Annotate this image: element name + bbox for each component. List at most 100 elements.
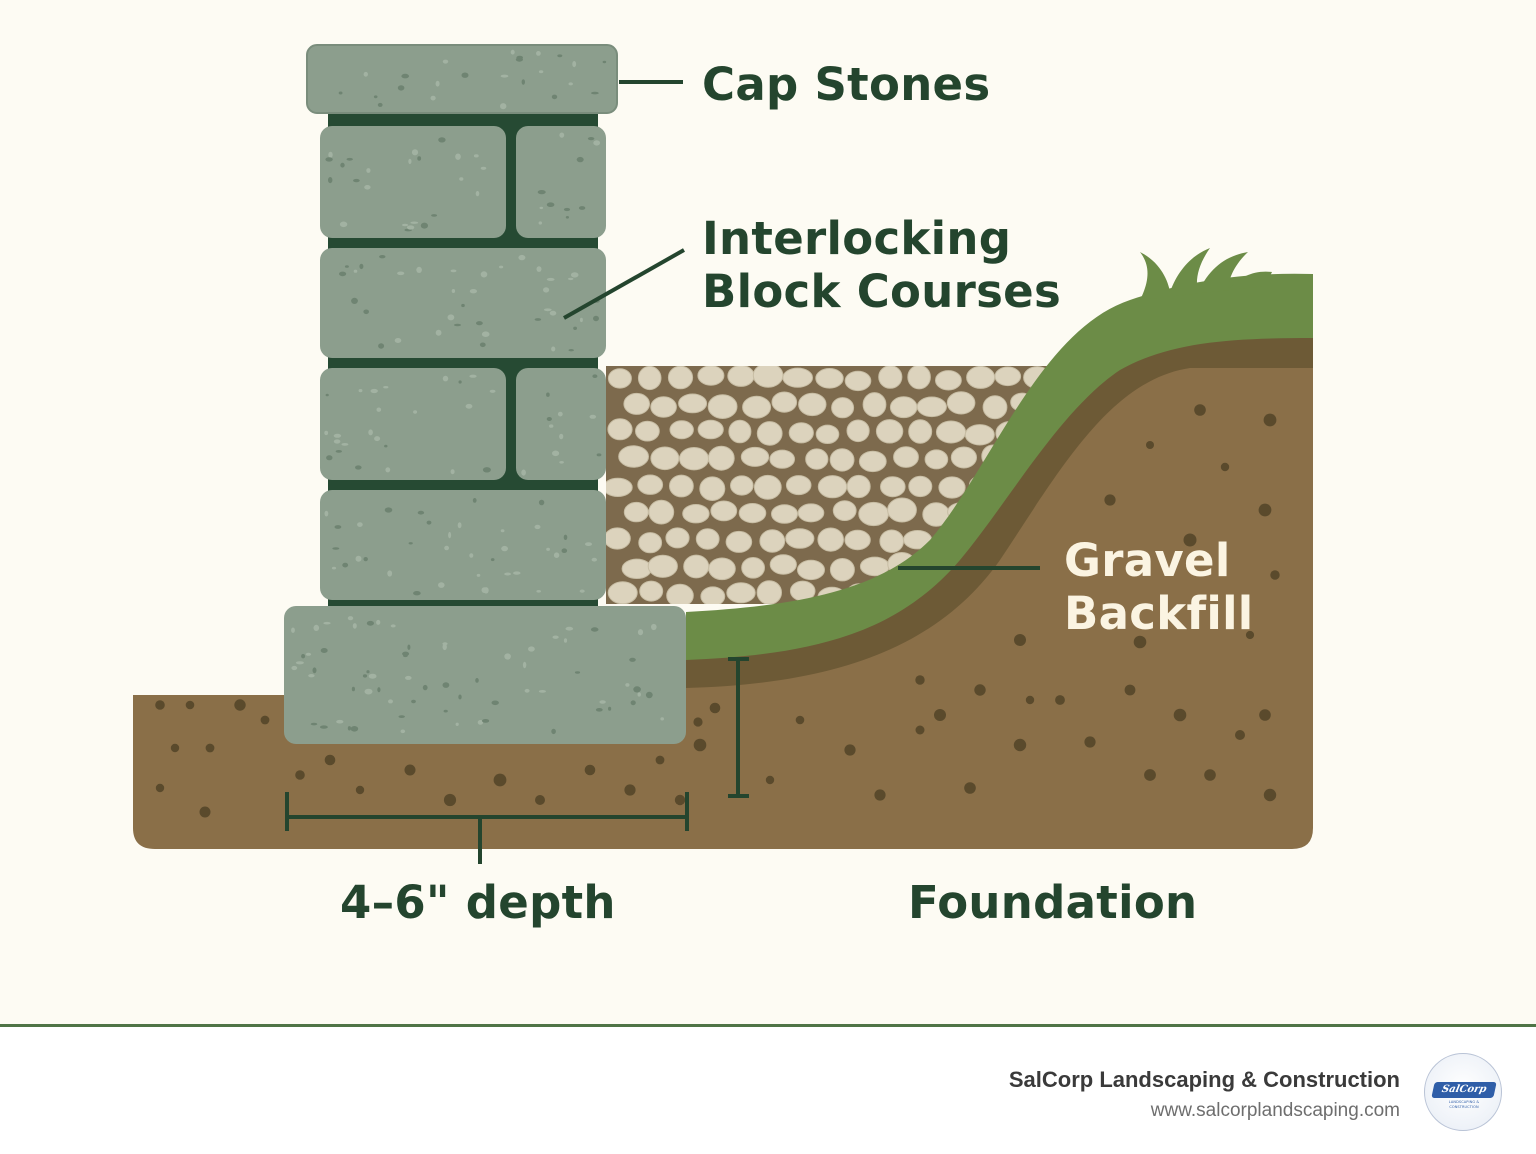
stone-speck — [568, 82, 573, 86]
soil-speckle — [915, 675, 925, 685]
stone-speck — [551, 728, 556, 735]
stone-speck — [377, 687, 381, 693]
stone-speck — [442, 682, 450, 688]
stone-speck — [522, 661, 527, 669]
stone-speck — [413, 591, 421, 596]
stone-speck — [549, 424, 554, 428]
soil-speckle — [1124, 684, 1136, 696]
company-name: SalCorp Landscaping & Construction — [1008, 1067, 1400, 1092]
wall-block — [320, 368, 506, 480]
gravel-pebble — [832, 500, 857, 522]
depth-label: 4–6" depth — [340, 876, 616, 929]
stone-speck — [373, 95, 378, 99]
gravel-pebble — [679, 447, 709, 471]
stone-speck — [538, 499, 545, 506]
gravel-pebble — [606, 527, 631, 550]
gravel-pebble — [647, 554, 678, 578]
soil-speckle — [155, 783, 165, 793]
stone-speck — [326, 455, 333, 461]
stone-speck — [629, 657, 636, 662]
stone-speck — [406, 225, 415, 230]
stone-speck — [568, 349, 574, 352]
soil-speckle — [324, 754, 336, 766]
stone-speck — [480, 271, 488, 278]
stone-speck — [325, 393, 329, 397]
soil-speckle — [1133, 635, 1147, 649]
stone-speck — [353, 178, 360, 183]
stone-speck — [383, 386, 389, 389]
stone-speck — [422, 684, 428, 691]
gravel-pebble — [667, 366, 694, 390]
stone-speck — [451, 289, 456, 293]
gravel-pebble — [878, 366, 903, 389]
stone-speck — [374, 436, 381, 442]
stone-speck — [385, 467, 391, 473]
stone-speck — [479, 342, 486, 348]
soil-speckle — [295, 770, 305, 780]
gravel-pebble — [844, 529, 871, 551]
stone-speck — [559, 433, 564, 440]
stone-speck — [394, 338, 402, 343]
stone-speck — [500, 529, 505, 533]
stone-speck — [342, 562, 349, 568]
stone-speck — [536, 51, 541, 56]
stone-speck — [417, 510, 425, 515]
gravel-label-line1: Gravel — [1064, 534, 1231, 587]
gravel-pebble — [618, 445, 649, 468]
stone-speck — [363, 309, 370, 315]
gravel-pebble — [880, 476, 906, 498]
stone-speck — [291, 627, 295, 633]
stone-speck — [335, 450, 342, 453]
stone-speck — [538, 690, 547, 693]
stone-speck — [504, 572, 511, 576]
stone-speck — [310, 722, 318, 726]
stone-speck — [546, 547, 550, 551]
soil-speckle — [1104, 494, 1116, 506]
stone-speck — [563, 207, 571, 212]
gravel-pebble — [683, 554, 710, 579]
stone-speck — [491, 700, 499, 706]
gravel-pebble — [666, 583, 694, 604]
stone-speck — [543, 308, 552, 312]
stone-speck — [301, 654, 306, 659]
soil-speckle — [964, 782, 976, 794]
stone-speck — [543, 287, 550, 293]
soil-speckle — [624, 784, 636, 796]
gravel-pebble — [650, 446, 680, 471]
stone-speck — [340, 162, 345, 168]
stone-speck — [323, 621, 331, 625]
soil-speckle — [1220, 462, 1230, 472]
gravel-pebble — [788, 422, 814, 444]
stone-speck — [557, 411, 563, 417]
stone-speck — [295, 661, 304, 665]
soil-speckle — [1194, 404, 1206, 416]
stone-speck — [608, 706, 612, 711]
stone-texture — [291, 49, 664, 735]
gravel-pebble — [637, 474, 664, 495]
gravel-pebble — [752, 366, 784, 388]
stone-speck — [481, 587, 488, 593]
soil-speckle — [185, 700, 195, 710]
stone-speck — [376, 619, 381, 625]
gravel-label-line2: Backfill — [1064, 587, 1254, 641]
cap-stone — [306, 44, 618, 114]
stone-speck — [518, 254, 526, 261]
soil-speckle — [1204, 769, 1216, 781]
subsoil-band — [686, 336, 1313, 688]
stone-speck — [521, 79, 525, 85]
stone-speck — [291, 665, 298, 671]
gravel-pebble — [785, 475, 812, 496]
gravel-pebble — [707, 394, 738, 420]
soil-speckle — [355, 785, 365, 795]
stone-speck — [377, 102, 383, 107]
stone-speck — [305, 652, 312, 656]
gravel-pebble — [908, 475, 933, 498]
gravel-pebble — [756, 421, 783, 446]
stone-speck — [552, 635, 559, 639]
soil-speckle — [155, 700, 165, 710]
gravel-pebble — [669, 474, 694, 498]
stone-speck — [563, 638, 568, 643]
stone-speck — [359, 263, 364, 270]
stone-speck — [561, 548, 568, 553]
company-url[interactable]: www.salcorplandscaping.com — [1150, 1100, 1400, 1121]
